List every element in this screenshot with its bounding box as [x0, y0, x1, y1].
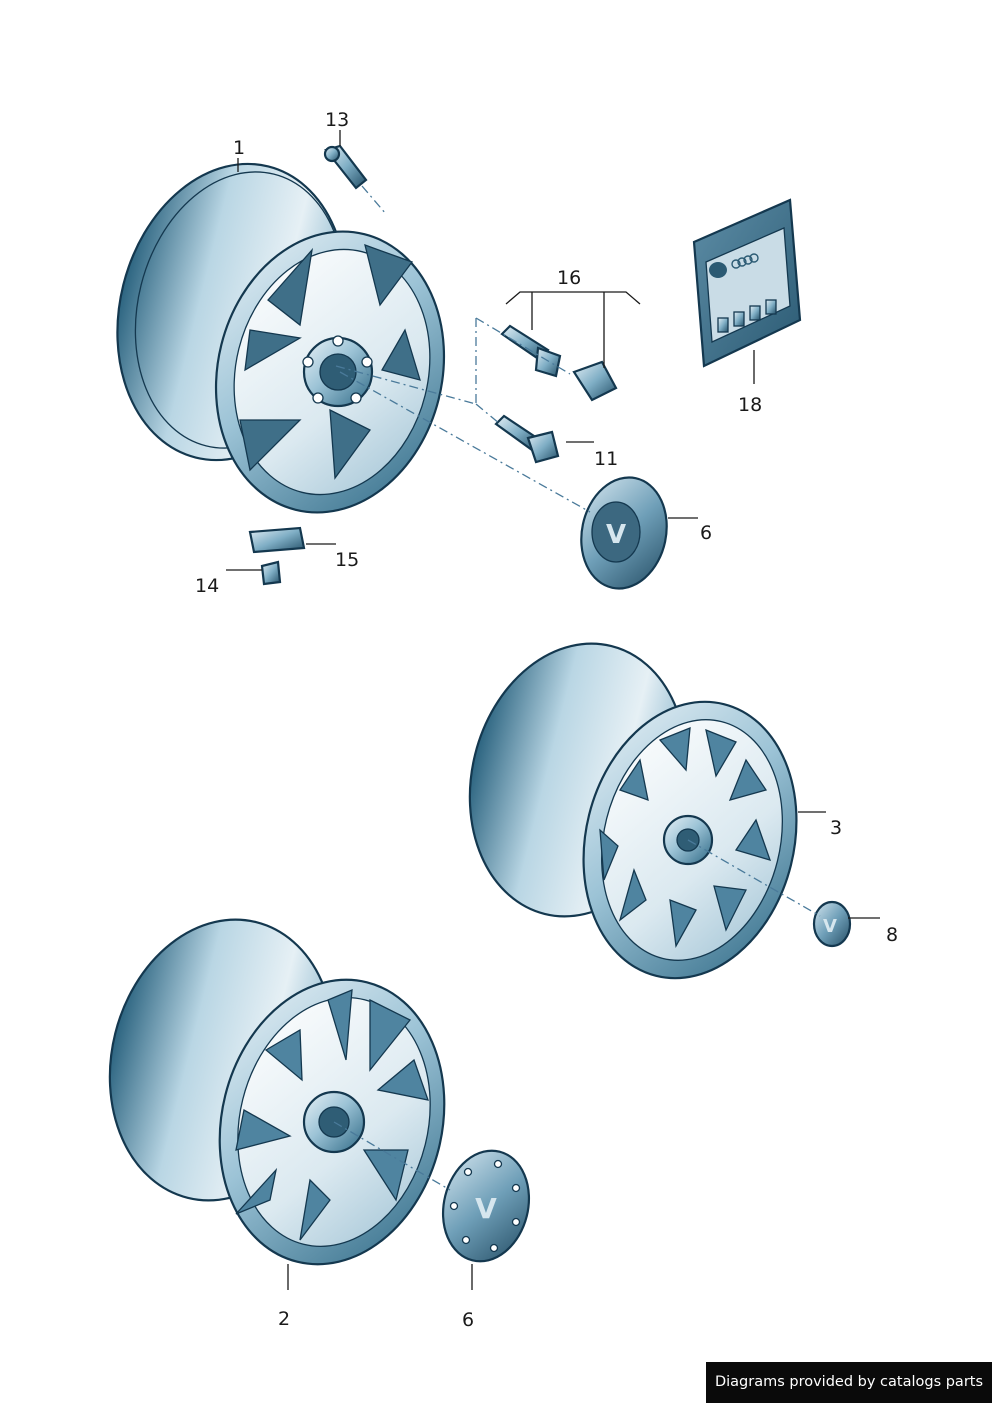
four-rings-icon [731, 253, 759, 269]
callout-3: 3 [830, 817, 842, 839]
callout-2: 2 [278, 1308, 290, 1330]
vw-logo-icon [709, 262, 727, 278]
hub-cap-6-bottom: V [441, 1149, 531, 1263]
wheel-1 [116, 162, 446, 514]
lock-bolt-set-18 [692, 198, 802, 368]
balance-weight-15 [248, 526, 306, 554]
hub-cap-6-top: V [580, 476, 668, 590]
credit-banner: Diagrams provided by catalogs parts [706, 1362, 992, 1403]
bolt-16-b [572, 360, 618, 402]
wheel-2 [108, 918, 446, 1266]
vw-logo-icon: V [606, 520, 626, 550]
callout-16: 16 [557, 267, 581, 289]
callout-15: 15 [335, 549, 359, 571]
bolt-11 [494, 414, 560, 464]
callout-6-bottom: 6 [462, 1309, 474, 1331]
assembly-axes [333, 185, 821, 1191]
callout-13: 13 [325, 109, 349, 131]
bolt-16-a [500, 324, 562, 378]
leader-lines [226, 130, 880, 1290]
balance-weight-14 [260, 560, 282, 586]
callout-11: 11 [594, 448, 618, 470]
callout-1: 1 [233, 137, 245, 159]
callout-14: 14 [195, 575, 219, 597]
vw-logo-icon: V [823, 916, 837, 937]
callout-18: 18 [738, 394, 762, 416]
vw-logo-icon: V [475, 1192, 497, 1225]
valve-13 [323, 144, 368, 190]
callout-6-top: 6 [700, 522, 712, 544]
hub-cap-8: V [812, 900, 852, 948]
callout-8: 8 [886, 924, 898, 946]
wheel-3 [468, 642, 798, 980]
